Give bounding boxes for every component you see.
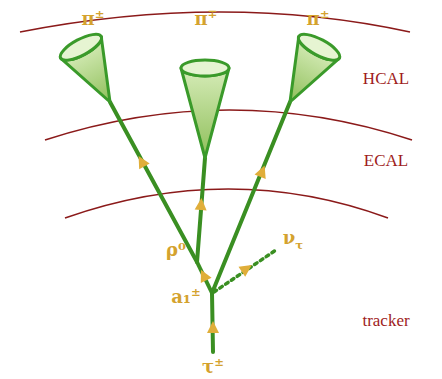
hadron-showers (57, 29, 343, 158)
detector-layer-label: ECAL (364, 152, 408, 169)
detector-boundary (45, 110, 412, 140)
particle-label: π∓ (195, 9, 218, 28)
detector-layer-label: HCAL (363, 70, 409, 87)
particle-label: π± (82, 9, 105, 28)
direction-arrows (133, 153, 270, 333)
detector-layer-label: tracker (362, 312, 409, 329)
particle-label: ρ⁰ (166, 241, 186, 259)
detector-boundary (65, 189, 388, 218)
particle-label: π± (307, 9, 330, 28)
neutrino-track (214, 250, 276, 292)
particle-label: τ± (202, 357, 224, 376)
particle-label: a₁± (171, 287, 200, 306)
particle-label: ντ (283, 229, 303, 251)
